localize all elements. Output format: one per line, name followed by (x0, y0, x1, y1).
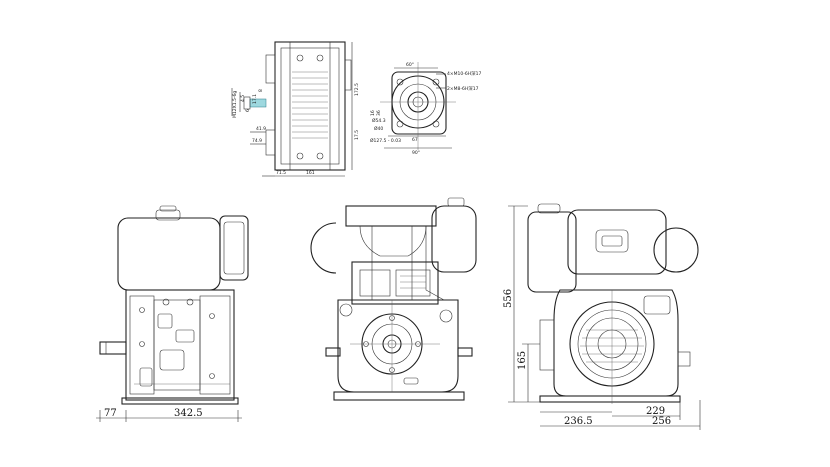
top-label-9: 17.5 (354, 130, 360, 140)
fuel-tank (117, 217, 221, 291)
flange-label-7: Ø127.5 - 0.03 (370, 137, 401, 144)
top-label-10: 172.5 (354, 83, 360, 96)
flange-label-0: 60° (406, 62, 414, 68)
front-fuel-tank (527, 211, 577, 293)
rear-foot-right (457, 347, 473, 357)
front-base (539, 395, 681, 403)
top-view-outline (274, 41, 346, 171)
front-dim-right-b: 256 (652, 416, 671, 427)
flange-label-2: 2×M8-6H深17 (447, 85, 479, 92)
front-dim-height: 556 (503, 289, 514, 308)
flange-label-1: 4×M10-6H深17 (447, 70, 481, 77)
top-view: M12X1.5-6g 4.5 17.1 6 8 41.9 74.9 161 71… (231, 41, 360, 177)
blower-housing (553, 289, 679, 397)
base-rail (121, 397, 239, 405)
fuel-cap (155, 209, 181, 221)
flange-label-6: Ø40 (374, 125, 383, 132)
top-view-fins (292, 71, 328, 139)
output-shaft (99, 341, 127, 355)
flange-label-8: 67 (412, 137, 418, 143)
flange-label-3: 16 (370, 110, 376, 116)
rear-top-frame (345, 205, 437, 227)
top-label-1: 4.5 (240, 95, 246, 102)
top-label-5: 41.9 (256, 126, 266, 132)
flange-label-9: 90° (412, 150, 420, 156)
front-dim-left: 236.5 (564, 416, 593, 427)
front-nameplate (595, 229, 629, 253)
front-dim-shaft-height: 165 (517, 351, 528, 370)
top-label-7: 161 (306, 170, 315, 176)
front-muffler (653, 227, 699, 273)
front-view: 556 165 236.5 229 256 (503, 203, 701, 430)
front-top-housing (567, 209, 667, 275)
flange-view: 60° 4×M10-6H深17 2×M8-6H深17 16 36 Ø54.3 Ø… (370, 62, 481, 156)
top-label-4: 8 (258, 89, 264, 92)
flange-label-4: 36 (376, 110, 382, 116)
air-filter (219, 215, 249, 281)
front-dim-right-a: 229 (646, 406, 665, 417)
rear-crankcase (337, 299, 459, 393)
side-view: 77 342.5 (96, 205, 249, 422)
rear-middle-box (351, 261, 439, 305)
rear-base (333, 391, 465, 401)
top-label-2: 17.1 (252, 94, 258, 104)
top-label-8: 71.5 (276, 170, 286, 176)
top-label-0: M12X1.5-6g (232, 91, 238, 118)
rear-view (310, 197, 477, 401)
side-dim-left: 77 (104, 408, 117, 419)
flange-label-5: Ø54.3 (372, 117, 386, 124)
top-label-3: 6 (245, 109, 251, 112)
rear-foot-left (325, 347, 341, 357)
rear-fuel-tank (431, 205, 477, 273)
top-label-6: 74.9 (252, 138, 262, 144)
crankcase (125, 289, 235, 401)
side-dim-width: 342.5 (174, 408, 203, 419)
